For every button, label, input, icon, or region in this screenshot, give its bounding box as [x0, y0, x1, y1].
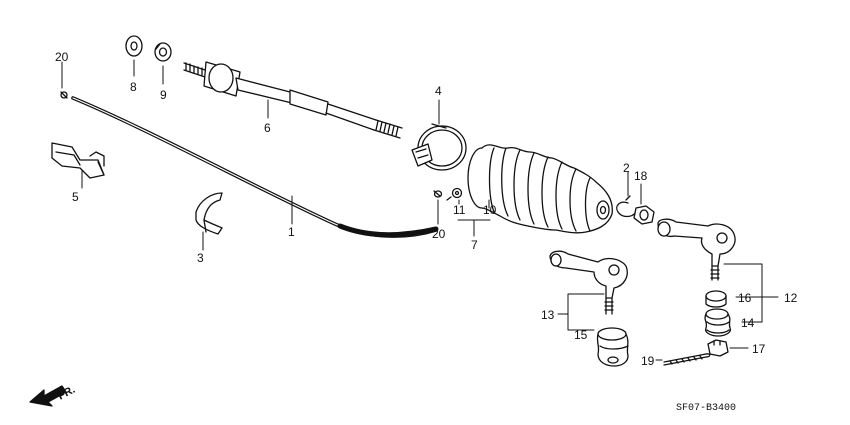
part-14-boot [704, 308, 732, 337]
callout-11: 11 [453, 203, 466, 217]
part-4-band [411, 123, 467, 171]
callout-18: 18 [634, 169, 648, 183]
callout-8: 8 [130, 80, 137, 94]
callout-4: 4 [435, 84, 442, 98]
callout-20-mid: 20 [432, 227, 446, 241]
tierod-end-middle [549, 250, 628, 315]
callout-12: 12 [784, 291, 798, 305]
callout-9: 9 [160, 88, 167, 102]
tierod-end-right [657, 218, 736, 281]
part-10-boot [467, 144, 613, 234]
leader-lines [61, 59, 779, 361]
callout-10: 10 [483, 203, 497, 217]
part-5-bracket [51, 142, 105, 179]
callout-17: 17 [752, 342, 766, 356]
callout-7: 7 [471, 238, 478, 252]
part-2-clip [616, 195, 637, 218]
front-direction-arrow [29, 385, 67, 407]
part-3-clamp [195, 192, 223, 235]
part-18-nut [633, 205, 655, 225]
part-20-clip-mid [433, 190, 443, 198]
callout-3: 3 [197, 251, 204, 265]
callout-16: 16 [738, 291, 752, 305]
part-6-tierod [183, 61, 403, 139]
part-17-nut [707, 339, 729, 357]
callout-13: 13 [541, 308, 555, 322]
callout-15: 15 [574, 328, 588, 342]
figure-code: SF07-B3400 [676, 403, 737, 414]
callout-19: 19 [641, 354, 655, 368]
callout-5: 5 [72, 190, 79, 204]
part-16-cap [705, 290, 727, 308]
part-9-lockwasher [154, 42, 172, 62]
part-1-cable [71, 96, 439, 238]
part-20-clip-left [60, 91, 68, 99]
part-11-clip [446, 187, 463, 201]
callout-20-left: 20 [55, 50, 69, 64]
callout-1: 1 [288, 225, 295, 239]
part-15-boot [596, 327, 629, 367]
callout-14: 14 [741, 316, 755, 330]
part-8-washer [125, 35, 143, 57]
callout-6: 6 [264, 121, 271, 135]
part-19-pin [663, 353, 711, 366]
callout-2: 2 [623, 161, 630, 175]
